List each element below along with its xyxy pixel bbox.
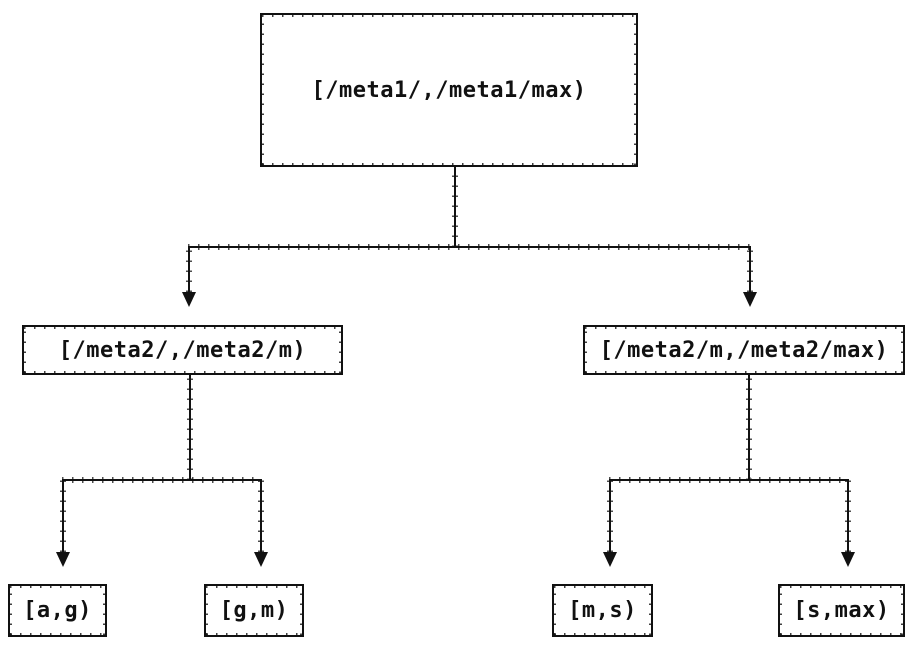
leaf-node-m-s-label: [m,s) bbox=[568, 598, 637, 623]
edge-to-leaf-m-s-drop-line bbox=[607, 479, 613, 552]
edge-level1-branch-line bbox=[188, 244, 751, 250]
leaf-node-g-m: [g,m) bbox=[204, 584, 304, 637]
edge-left-stem-line bbox=[187, 375, 193, 480]
node-meta2-lower-range-label: [/meta2/,/meta2/m) bbox=[58, 337, 307, 363]
arrow-down-icon bbox=[56, 552, 70, 567]
edge-root-to-right-drop-line bbox=[747, 246, 753, 292]
node-meta1-range: [/meta1/,/meta1/max) bbox=[260, 13, 638, 167]
leaf-node-g-m-label: [g,m) bbox=[219, 598, 289, 623]
node-meta2-upper-range-label: [/meta2/m,/meta2/max) bbox=[599, 337, 889, 363]
arrow-down-icon bbox=[254, 552, 268, 567]
leaf-node-s-max-label: [s,max) bbox=[793, 598, 890, 623]
edge-to-leaf-g-m-drop-line bbox=[258, 479, 264, 552]
edge-left-branch-line bbox=[62, 477, 262, 483]
arrow-down-icon bbox=[603, 552, 617, 567]
arrow-down-icon bbox=[841, 552, 855, 567]
node-meta2-upper-range: [/meta2/m,/meta2/max) bbox=[583, 325, 905, 375]
leaf-node-s-max: [s,max) bbox=[778, 584, 905, 637]
leaf-node-m-s: [m,s) bbox=[552, 584, 653, 637]
edge-to-leaf-a-g-drop-line bbox=[60, 479, 66, 552]
edge-right-stem-line bbox=[746, 375, 752, 480]
arrow-down-icon bbox=[743, 292, 757, 307]
edge-right-branch-line bbox=[609, 477, 849, 483]
node-meta1-range-label: [/meta1/,/meta1/max) bbox=[311, 77, 587, 103]
edge-root-stem-line bbox=[452, 167, 458, 247]
edge-to-leaf-s-max-drop-line bbox=[845, 479, 851, 552]
arrow-down-icon bbox=[182, 292, 196, 307]
leaf-node-a-g: [a,g) bbox=[8, 584, 107, 637]
leaf-node-a-g-label: [a,g) bbox=[23, 598, 92, 623]
node-meta2-lower-range: [/meta2/,/meta2/m) bbox=[22, 325, 343, 375]
edge-root-to-left-drop-line bbox=[186, 246, 192, 292]
